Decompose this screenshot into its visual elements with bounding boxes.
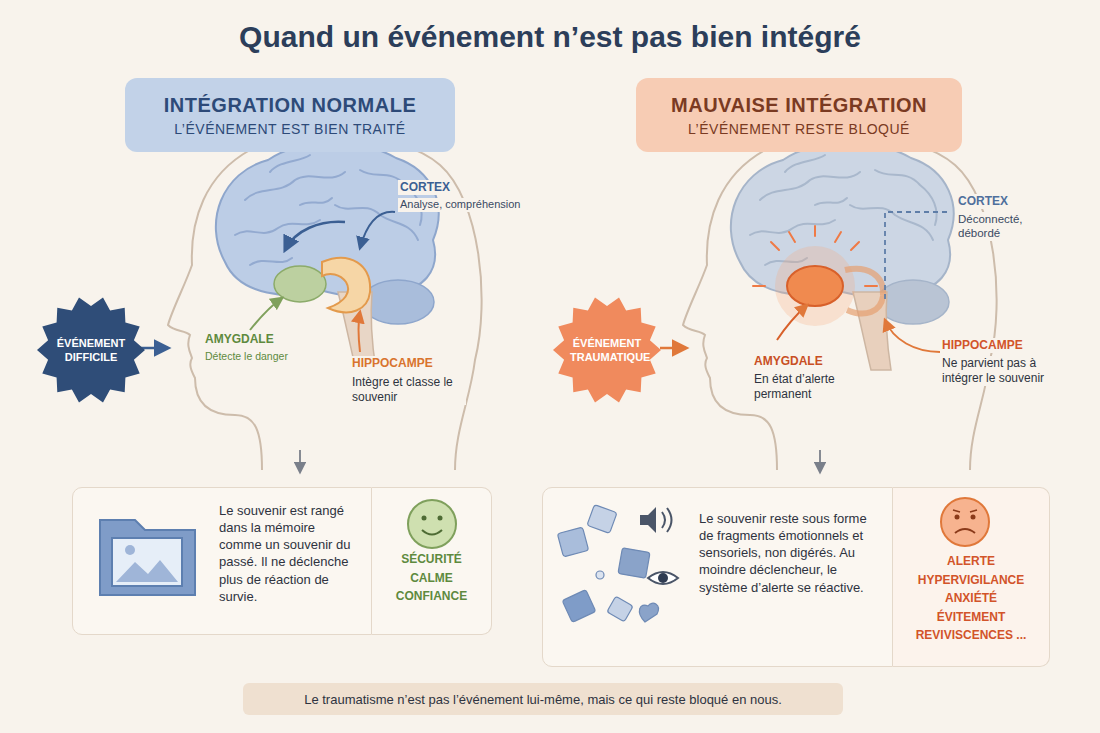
header-title: MAUVAISE INTÉGRATION — [671, 94, 927, 117]
state-box: SÉCURITÉ CALME CONFIANCE — [372, 487, 492, 635]
result-panel: Le souvenir reste sous forme de fragment… — [542, 487, 893, 667]
part-name: HIPPOCAMPE — [940, 338, 1025, 353]
burst-shape — [552, 295, 662, 405]
panel-text: Le souvenir reste sous forme de fragment… — [699, 510, 882, 596]
part-note: En état d’alerte permanent — [752, 372, 868, 402]
header-subtitle: L’ÉVÉNEMENT EST BIEN TRAITÉ — [174, 121, 405, 137]
part-name: CORTEX — [398, 180, 452, 195]
header-band: INTÉGRATION NORMALE L’ÉVÉNEMENT EST BIEN … — [125, 78, 455, 152]
state-list: ALERTE HYPERVIGILANCE ANXIÉTÉ ÉVITEMENT … — [915, 552, 1027, 645]
event-burst: ÉVÉNEMENT DIFFICILE — [36, 295, 146, 405]
part-note: Ne parvient pas à intégrer le souvenir — [940, 356, 1062, 386]
burst-text: ÉVÉNEMENT TRAUMATIQUE — [570, 336, 644, 365]
part-name: HIPPOCAMPE — [350, 356, 435, 371]
part-name: AMYGDALE — [752, 354, 825, 369]
state-list: SÉCURITÉ CALME CONFIANCE — [387, 550, 477, 606]
header-title: INTÉGRATION NORMALE — [164, 94, 416, 117]
burst-text: ÉVÉNEMENT DIFFICILE — [54, 336, 128, 365]
part-note: Analyse, compréhension — [398, 198, 532, 212]
title: Quand un événement n’est pas bien intégr… — [0, 20, 1100, 54]
part-name: AMYGDALE — [203, 332, 276, 347]
state-box: ALERTE HYPERVIGILANCE ANXIÉTÉ ÉVITEMENT … — [893, 487, 1050, 667]
caption-band: Le traumatisme n’est pas l’événement lui… — [243, 683, 843, 715]
part-note: Déconnecté, débordé — [956, 212, 1052, 241]
panel-text: Le souvenir est rangé dans la mémoire co… — [219, 502, 361, 605]
part-name: CORTEX — [956, 194, 1010, 209]
part-note: Détecte le danger — [203, 350, 290, 363]
header-band: MAUVAISE INTÉGRATION L’ÉVÉNEMENT RESTE BL… — [636, 78, 962, 152]
header-subtitle: L’ÉVÉNEMENT RESTE BLOQUÉ — [688, 121, 910, 137]
burst-shape — [36, 295, 146, 405]
caption: Le traumatisme n’est pas l’événement lui… — [304, 692, 782, 707]
part-note: Intègre et classe le souvenir — [350, 375, 466, 405]
event-burst: ÉVÉNEMENT TRAUMATIQUE — [552, 295, 662, 405]
result-panel: Le souvenir est rangé dans la mémoire co… — [72, 487, 372, 635]
